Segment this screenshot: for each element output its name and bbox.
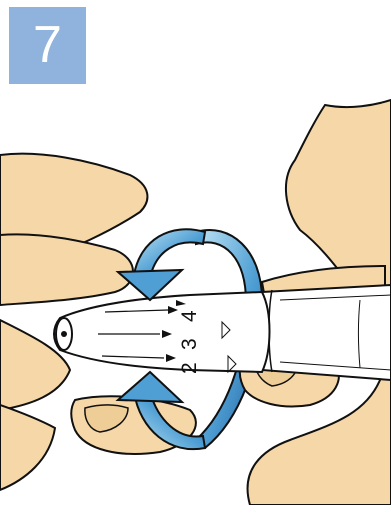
rotate-arrow-icon [115, 228, 207, 302]
dial-number-2: 2 [178, 362, 201, 374]
dial-number-4: 4 [178, 310, 201, 322]
step-number: 7 [33, 16, 62, 74]
step-number-badge: 7 [9, 7, 86, 84]
pen-body [261, 283, 391, 382]
rotate-arrow-icon [115, 370, 207, 451]
left-hand [0, 152, 197, 492]
dial-number-3: 3 [178, 338, 201, 350]
dose-dial-cap: 2 3 4 [53, 290, 271, 374]
